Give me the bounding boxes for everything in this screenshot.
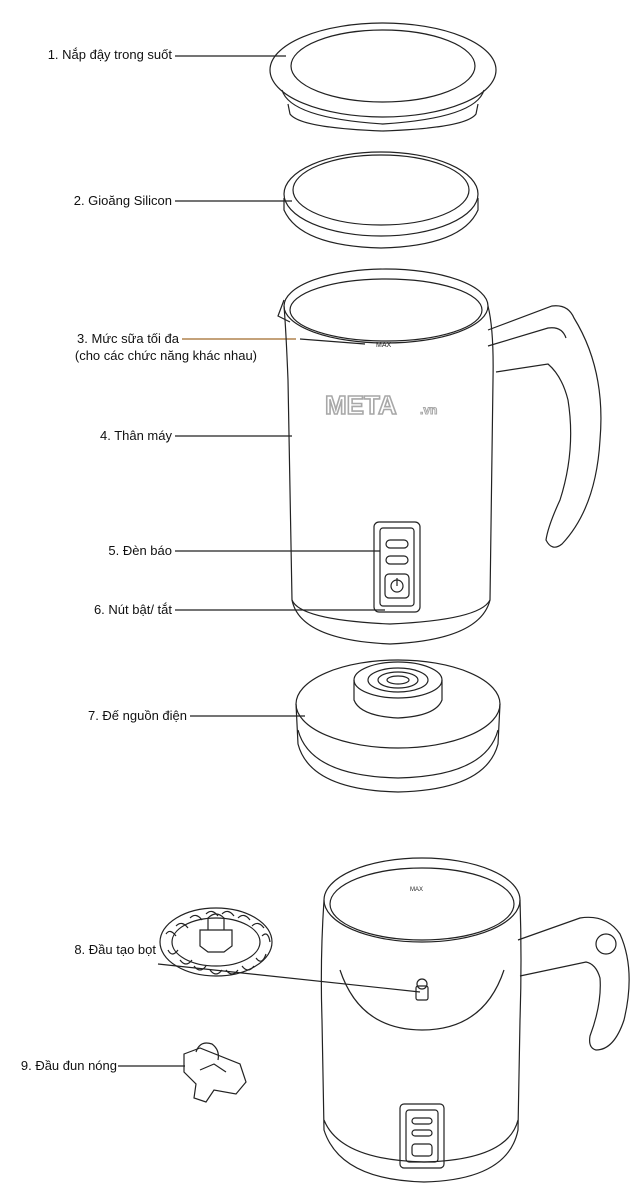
max-mark-text: MAX — [376, 342, 392, 349]
label-base: 7. Đế nguồn điện — [87, 708, 187, 723]
max-mark-text-2: MAX — [410, 887, 423, 893]
jug-body-drawing — [277, 268, 602, 645]
label-heater: 9. Đầu đun nóng — [20, 1058, 117, 1073]
label-power-button: 6. Nút bật/ tắt — [93, 602, 172, 617]
watermark-suffix: .vn — [420, 403, 437, 417]
label-whisk: 8. Đầu tạo bọt — [74, 942, 156, 957]
gasket-drawing — [283, 151, 479, 249]
lid-drawing — [269, 22, 497, 132]
label-indicator: 5. Đèn báo — [108, 543, 172, 558]
label-max-level: 3. Mức sữa tối đa — [77, 331, 179, 346]
whisk-drawing — [159, 907, 273, 977]
label-body: 4. Thân máy — [99, 428, 172, 443]
label-lid: 1. Nắp đậy trong suốt — [47, 47, 172, 62]
leader-whisk — [157, 963, 421, 993]
watermark-main: META — [325, 390, 397, 420]
heater-drawing — [183, 1042, 247, 1103]
jug-assembled-drawing — [320, 857, 630, 1183]
label-max-level-sub: (cho các chức năng khác nhau) — [74, 348, 257, 363]
label-gasket: 2. Gioăng Silicon — [73, 193, 172, 208]
base-drawing — [295, 659, 501, 793]
